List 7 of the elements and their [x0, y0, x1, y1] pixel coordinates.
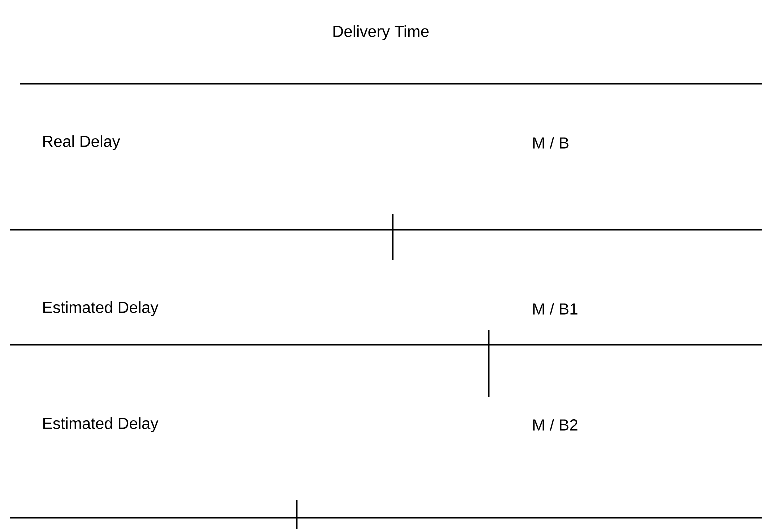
row-label: Real Delay [44, 136, 120, 150]
row-label: M / B [534, 137, 569, 149]
row-label: M / B2 [534, 419, 578, 431]
title: Delivery Time [334, 26, 429, 40]
row-label: Estimated Delay [44, 418, 159, 432]
row-label: Estimated Delay [44, 302, 159, 316]
row-label: M / B1 [534, 303, 578, 315]
